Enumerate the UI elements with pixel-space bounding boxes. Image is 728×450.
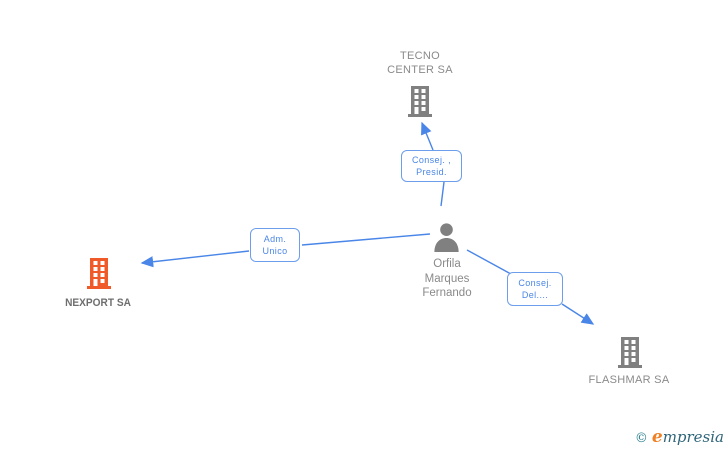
company-label-tecno-line1: TECNO [400,50,440,62]
company-label-tecno: TECNO CENTER SA [368,49,472,77]
company-node-nexport[interactable] [85,257,113,289]
arrow-consejdel-to-flashmar [561,303,595,325]
empresia-logo: ©empresia [635,427,724,447]
relation-consej-presid-line1: Consej. , [411,155,452,165]
relation-adm-unico-line2: Unico [262,246,288,256]
relation-consej-presid-line2: Presid. [416,167,447,177]
company-label-nexport-text: NEXPORT SA [65,297,131,309]
person-icon [434,223,459,252]
relation-adm-unico-line1: Adm. [263,234,287,244]
relation-box-consej-del[interactable]: Consej. Del.... [507,272,563,306]
relation-consej-del-line1: Consej. [518,278,552,288]
company-node-flashmar[interactable] [616,336,644,368]
copyright-icon: © [634,431,648,446]
building-icon [408,86,432,117]
person-name-line2: Marques [424,272,470,285]
connector-person-to-presid-box [440,181,445,207]
company-node-tecno[interactable] [406,85,434,117]
arrow-adm-to-nexport [140,250,250,268]
relation-box-adm-unico[interactable]: Adm. Unico [250,228,300,262]
company-label-flashmar: FLASHMAR SA [577,373,681,387]
person-name: Orfila Marques Fernando [404,257,490,301]
person-name-line1: Orfila [433,258,461,270]
building-icon [87,258,111,289]
empresia-logo-rest: mpresia [662,428,724,446]
relation-consej-del-line2: Del.... [521,290,549,300]
person-name-line3: Fernando [422,287,472,299]
relation-box-consej-presid[interactable]: Consej. , Presid. [401,150,462,182]
company-label-flashmar-text: FLASHMAR SA [588,374,670,386]
company-label-tecno-line2: CENTER SA [387,64,453,76]
connector-person-to-adm-box [301,233,431,246]
empresia-logo-initial: e [651,427,663,447]
company-label-nexport: NEXPORT SA [50,296,146,310]
building-icon [618,337,642,368]
arrow-presid-to-tecno [421,121,434,151]
person-node-orfila-marques-fernando[interactable] [431,221,462,252]
